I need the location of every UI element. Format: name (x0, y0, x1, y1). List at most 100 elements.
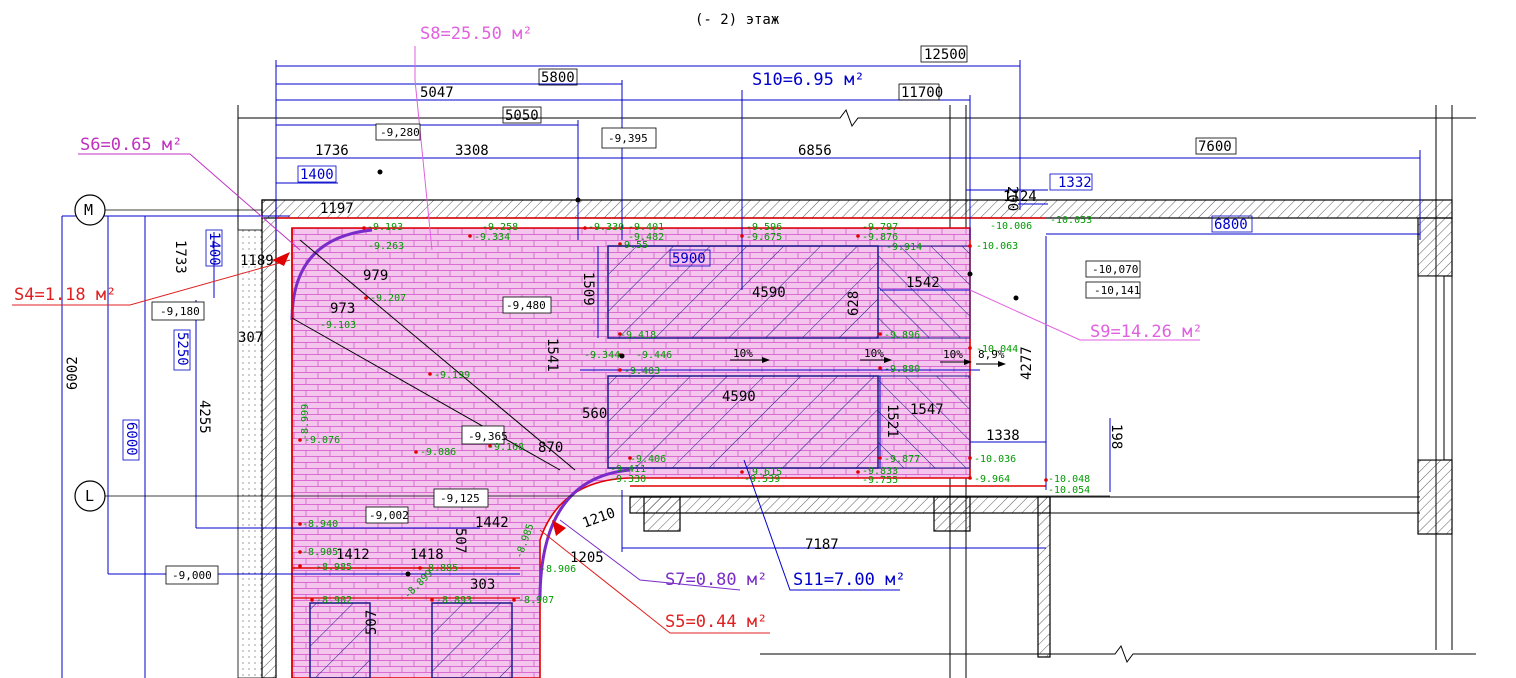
level-l28: -9.076 (304, 435, 340, 446)
level-l1: -9.193 (367, 222, 403, 233)
level-l32: -9.411 (610, 464, 646, 475)
dim-1189: 1189 (240, 253, 274, 269)
elevation-marks: -9,280 -9,395 -9,180 -9,480 -10,070 -10,… (151, 123, 1141, 585)
dim-973: 973 (330, 301, 355, 317)
level-l22: -9.403 (624, 366, 660, 377)
level-l39: -10.036 (974, 454, 1016, 465)
dim-6002: 6002 (65, 356, 81, 390)
area-s7: S7=0.80 м² (665, 570, 767, 590)
elev-9180: -9,180 (160, 305, 200, 318)
level-l29: -9.086 (420, 447, 456, 458)
level-l31: -9.406 (630, 454, 666, 465)
curved-corner-bottom (538, 468, 631, 601)
hatch-zone-upper-right (877, 245, 971, 339)
dim-1205: 1205 (570, 550, 604, 566)
dim-870: 870 (538, 440, 563, 456)
level-l50: -8.907 (518, 595, 554, 606)
dim-1197: 1197 (320, 201, 354, 217)
level-l2: -9.258 (482, 222, 518, 233)
level-l14: -10.006 (990, 221, 1032, 232)
level-l4: -9.263 (368, 241, 404, 252)
level-l24: -9.880 (884, 364, 920, 375)
level-l18: -9.103 (320, 320, 356, 331)
dim-4590-lower: 4590 (722, 389, 756, 405)
level-l40: -9.964 (974, 474, 1010, 485)
area-s10: S10=6.95 м² (752, 70, 865, 90)
top-wall (261, 199, 1453, 219)
level-l5: -9.330 (588, 222, 624, 233)
dim-5047: 5047 (420, 85, 454, 101)
hatch-zone-upper (607, 245, 879, 339)
dim-1210: 1210 (580, 505, 617, 532)
area-s9: S9=14.26 м² (1090, 322, 1203, 342)
dim-11700: 11700 (901, 85, 943, 101)
dim-7187: 7187 (805, 537, 839, 553)
dim-6800: 6800 (1214, 217, 1248, 233)
dim-198: 198 (1108, 424, 1124, 449)
axis-l-label: L (85, 487, 94, 505)
level-l25: -10.044 (976, 344, 1018, 355)
area-s11: S11=7.00 м² (793, 570, 906, 590)
level-l44: -8.905 (302, 547, 338, 558)
elev-10070: -10,070 (1092, 263, 1138, 276)
dim-1400-left: 1400 (206, 232, 222, 266)
drawing-title: (- 2) этаж (695, 12, 780, 28)
hatch-zone-bottom-2 (431, 602, 513, 678)
level-l36: -9.833 (862, 466, 898, 477)
level-l35: -9.539 (744, 474, 780, 485)
level-l23: -9.896 (884, 330, 920, 341)
elev-10141: -10,141 (1094, 284, 1140, 297)
area-labels: S8=25.50 м² S6=0.65 м² S4=1.18 м² S10=6.… (14, 24, 1203, 632)
level-l42: -10.054 (1048, 485, 1090, 496)
level-l9: -9.675 (746, 232, 782, 243)
level-l12: -9.914 (886, 242, 922, 253)
bottom-column-2 (933, 496, 971, 532)
level-l49: -8.893 (436, 595, 472, 606)
axis-marker-l: L (74, 480, 1110, 512)
dim-4255: 4255 (196, 400, 212, 434)
level-l38: -9.877 (884, 454, 920, 465)
dim-1736: 1736 (315, 143, 349, 159)
level-l15: -10.053 (1050, 215, 1092, 226)
hatch-zone-lower (607, 375, 879, 469)
leader-lines (12, 46, 1200, 634)
dimension-texts: 12500 5800 5047 11700 5050 1736 3308 685… (65, 45, 1253, 635)
reference-dots (377, 169, 1019, 577)
level-l30: -9.168 (488, 442, 524, 453)
hatch-zone-bottom-1 (309, 602, 371, 678)
dim-1541: 1541 (544, 338, 560, 372)
slope-1: 10% (733, 347, 753, 360)
elev-9365: -9,365 (468, 430, 508, 443)
red-markers (272, 252, 566, 536)
axis-marker-m: M (74, 194, 262, 226)
dim-4277: 4277 (1019, 346, 1035, 380)
right-column (1417, 217, 1453, 277)
elev-9395: -9,395 (608, 132, 648, 145)
dim-1733: 1733 (172, 240, 188, 274)
elev-9480: -9,480 (506, 299, 546, 312)
level-l33: -9.330 (610, 474, 646, 485)
dim-1509: 1509 (580, 272, 596, 306)
elev-9280: -9,280 (380, 126, 420, 139)
left-wall-fill (237, 229, 263, 678)
top-break-line (238, 108, 1476, 128)
dim-628: 628 (846, 291, 862, 316)
elev-9002: -9,002 (369, 509, 409, 522)
axis-m-label: M (84, 201, 93, 219)
dim-5250: 5250 (174, 332, 190, 366)
dim-5050: 5050 (505, 108, 539, 124)
dim-3308: 3308 (455, 143, 489, 159)
floor-zones (276, 217, 1046, 678)
dim-1124: 1124 (1003, 189, 1037, 205)
level-l17: -9.207 (370, 293, 406, 304)
curved-corner-top (290, 228, 373, 321)
area-s6: S6=0.65 м² (80, 135, 182, 155)
level-l7: -9.482 (628, 232, 664, 243)
dim-1338: 1338 (986, 428, 1020, 444)
dim-1442: 1442 (475, 515, 509, 531)
level-l52: -8.906 (540, 564, 576, 575)
right-lower-wall (1037, 496, 1051, 658)
level-l47: -8.885 (422, 563, 458, 574)
slope-4: 8,9% (978, 348, 1005, 361)
